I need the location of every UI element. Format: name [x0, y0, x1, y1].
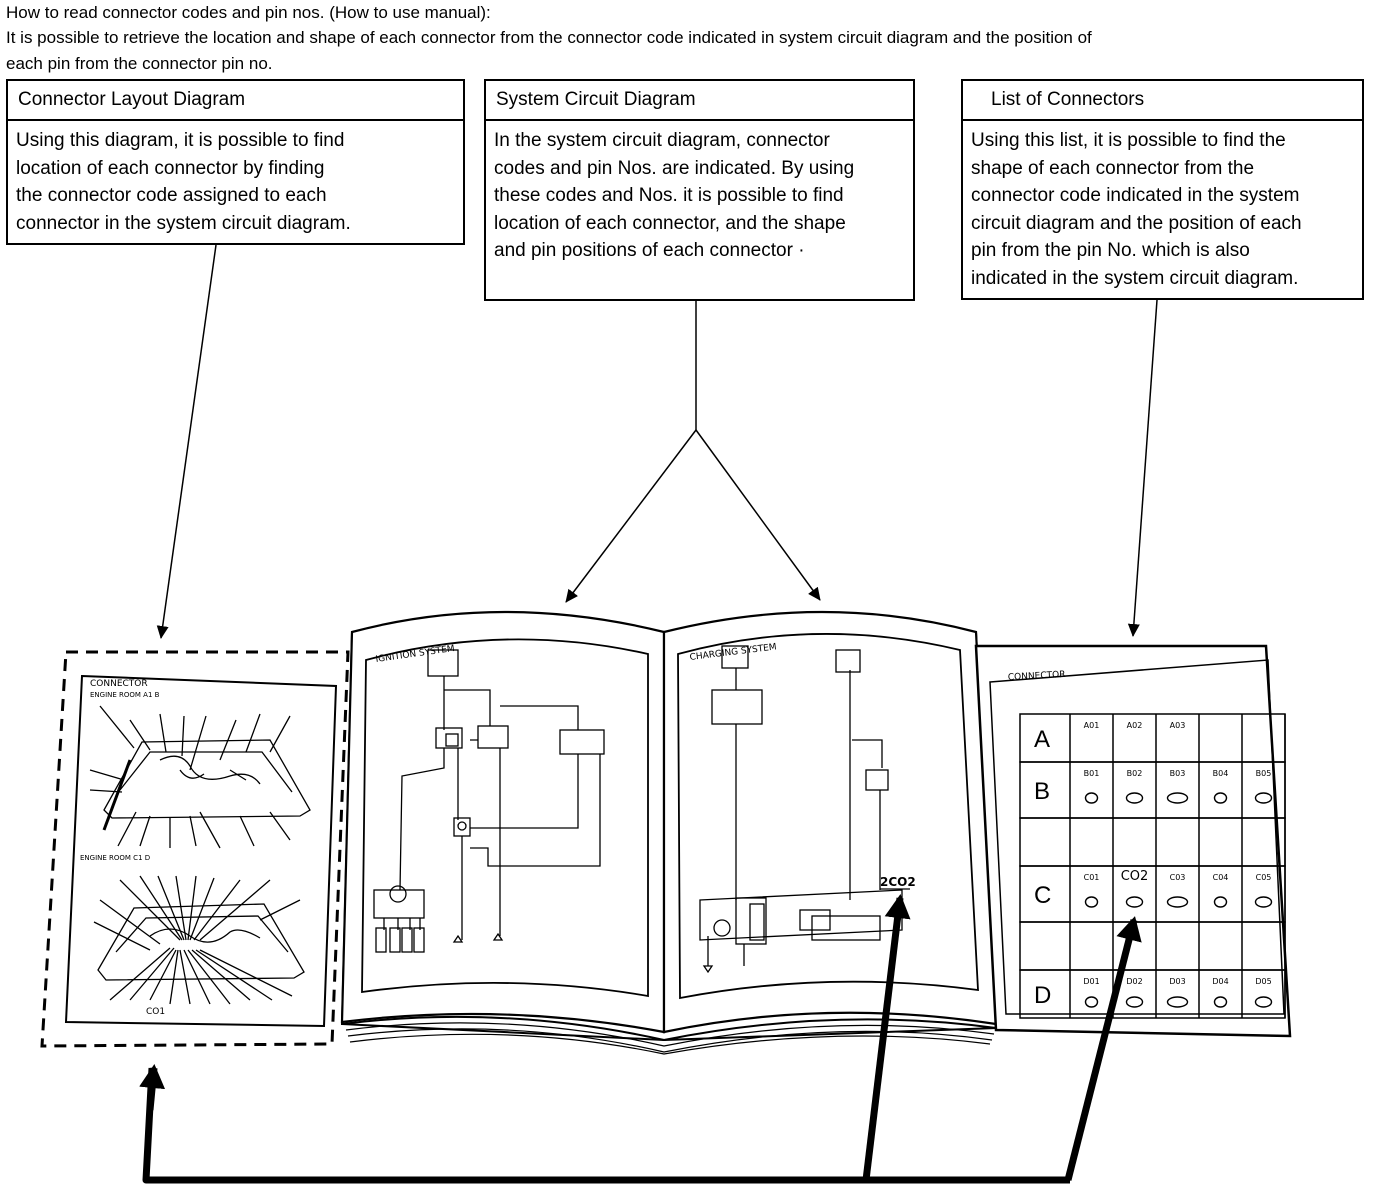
- grid-connector-code: B03: [1170, 769, 1186, 778]
- body-line: connector in the system circuit diagram.: [16, 212, 351, 234]
- body-line: indicated in the system circuit diagram.: [971, 267, 1299, 289]
- connector-layout-title: Connector Layout Diagram: [8, 81, 463, 121]
- body-line: and pin positions of each connector ·: [494, 240, 805, 261]
- connector-shape-icon: [1125, 896, 1144, 908]
- connector-shape-icon: [1213, 792, 1228, 804]
- body-line: the connector code assigned to each: [16, 185, 327, 206]
- charging-circuit: [699, 645, 903, 974]
- connector-shape-icon: [1084, 996, 1099, 1008]
- grid-connector-code: D01: [1083, 977, 1099, 986]
- connector-shape-icon: [1254, 996, 1273, 1008]
- system-circuit-box: System Circuit Diagram In the system cir…: [484, 79, 915, 301]
- bold-return-arrows: [139, 894, 1142, 1184]
- header-line-1: How to read connector codes and pin nos.…: [6, 3, 491, 22]
- grid-connector-code: D05: [1255, 977, 1271, 986]
- grid-connector-code: C04: [1213, 873, 1229, 882]
- connector-shape-icon: [1166, 792, 1189, 804]
- body-line: these codes and Nos. it is possible to f…: [494, 185, 844, 206]
- grid-connector-code: C01: [1084, 873, 1100, 882]
- body-line: location of each connector by finding: [16, 157, 325, 179]
- system-circuit-title: System Circuit Diagram: [486, 81, 913, 121]
- system-circuit-body: In the system circuit diagram, connector…: [486, 121, 913, 271]
- body-line: pin from the pin No. which is also: [971, 240, 1250, 261]
- grid-connector-code: D04: [1212, 977, 1228, 986]
- list-of-connectors-box: List of Connectors Using this list, it i…: [961, 79, 1364, 300]
- header-line-3: each pin from the connector pin no.: [6, 54, 273, 73]
- grid-row-letter: C: [1034, 882, 1051, 909]
- grid-connector-code: B05: [1256, 769, 1272, 778]
- body-line: codes and pin Nos. are indicated. By usi…: [494, 157, 855, 179]
- connector-shape-icon: [1125, 792, 1144, 804]
- body-line: Using this diagram, it is possible to fi…: [16, 130, 345, 151]
- bold-arrow-to-circuit: [862, 894, 911, 1181]
- layout-page-title: CONNECTOR: [90, 679, 148, 689]
- grid-connector-code: B02: [1127, 769, 1143, 778]
- list-of-connectors-body: Using this list, it is possible to find …: [963, 121, 1362, 298]
- connector-layout-box: Connector Layout Diagram Using this diag…: [6, 79, 465, 245]
- arrow-layout: [156, 244, 217, 639]
- grid-connector-code: C05: [1256, 873, 1272, 882]
- open-book: IGNITION SYSTEM CHARGING SYSTEM: [340, 610, 998, 1055]
- connector-shape-icon: [1084, 792, 1099, 804]
- grid-connector-code: A01: [1084, 721, 1100, 730]
- ignition-circuit: [373, 649, 605, 953]
- connector-grid: [1019, 713, 1286, 1019]
- arrow-list: [1127, 299, 1158, 637]
- connector-shape-icon: [1166, 996, 1189, 1008]
- grid-connector-code: C03: [1170, 873, 1186, 882]
- grid-connector-code: A03: [1170, 721, 1186, 730]
- car-sketch-top: [89, 705, 311, 849]
- grid-row-letter: B: [1034, 778, 1050, 805]
- connector-shape-icon: [1213, 896, 1228, 908]
- bold-arrow-to-layout: [139, 1064, 166, 1111]
- grid-connector-code: A02: [1127, 721, 1143, 730]
- header-line-2: It is possible to retrieve the location …: [6, 28, 1092, 47]
- grid-connector-code: B01: [1084, 769, 1100, 778]
- connector-layout-body: Using this diagram, it is possible to fi…: [8, 121, 463, 243]
- grid-row-letter: D: [1034, 982, 1051, 1009]
- body-line: Using this list, it is possible to find …: [971, 130, 1286, 151]
- arrow-circuit-left: [565, 429, 697, 603]
- connector-shape-icon: [1125, 996, 1144, 1008]
- connector-shape-icon: [1254, 792, 1273, 804]
- list-page-title: CONNECTOR: [1008, 670, 1066, 683]
- circuit-code-label: 2CO2: [880, 875, 916, 889]
- layout-page-code: CO1: [146, 1007, 165, 1017]
- grid-connector-code: D03: [1169, 977, 1185, 986]
- connector-shape-icon: [1084, 896, 1099, 908]
- grid-row-letter: A: [1034, 726, 1050, 753]
- connector-shape-icon: [1254, 896, 1273, 908]
- grid-connector-code: D02: [1126, 977, 1142, 986]
- car-sketch-bottom: [93, 875, 305, 1005]
- grid-connector-code: CO2: [1121, 869, 1149, 884]
- body-line: connector code indicated in the system: [971, 185, 1300, 206]
- connector-shape-icon: [1213, 996, 1228, 1008]
- bold-arrow-to-list: [1064, 916, 1142, 1181]
- arrow-circuit-right: [695, 429, 821, 601]
- bold-arrow-path: [142, 1067, 1070, 1184]
- connector-layout-page: CONNECTOR ENGINE ROOM A1 B ENGINE ROOM C…: [40, 650, 350, 1048]
- layout-page-sub1: ENGINE ROOM A1 B: [90, 691, 160, 699]
- body-line: location of each connector, and the shap…: [494, 212, 846, 234]
- body-line: circuit diagram and the position of each: [971, 212, 1302, 234]
- grid-connector-code: B04: [1213, 769, 1229, 778]
- body-line: In the system circuit diagram, connector: [494, 130, 830, 151]
- connector-shape-icon: [1166, 896, 1189, 908]
- layout-page-sub2: ENGINE ROOM C1 D: [80, 854, 150, 862]
- list-of-connectors-title: List of Connectors: [963, 81, 1362, 121]
- body-line: shape of each connector from the: [971, 157, 1255, 179]
